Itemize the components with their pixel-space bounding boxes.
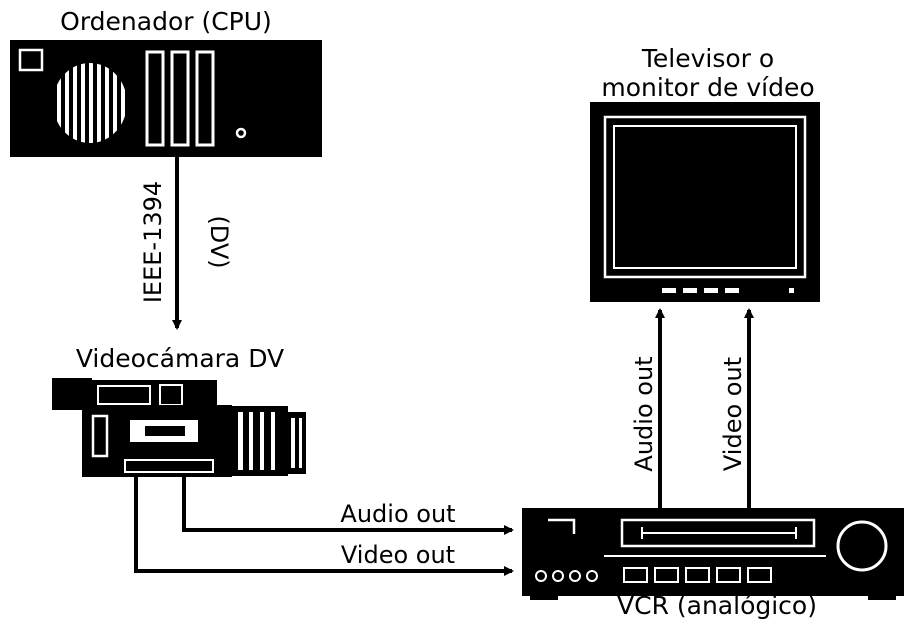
tv-label-line1: Televisor o: [641, 44, 774, 73]
television-icon: [590, 102, 820, 302]
camcorder-label: Videocámara DV: [76, 344, 284, 373]
camcorder-icon: [52, 378, 306, 477]
firewire-label: IEEE-1394: [139, 181, 167, 303]
tv-label-line2: monitor de vídeo: [601, 73, 814, 102]
dv-label: (DV): [205, 215, 233, 268]
cam-video-label: Video out: [341, 541, 455, 569]
vcr-label: VCR (analógico): [617, 591, 817, 620]
cam-video-cable: [134, 477, 514, 576]
cam-audio-label: Audio out: [340, 500, 455, 528]
computer-label: Ordenador (CPU): [60, 7, 272, 36]
speaker-grille: [52, 60, 130, 146]
cam-audio-cable: [182, 477, 514, 535]
vcr-icon: [522, 508, 904, 600]
computer-icon: [10, 40, 322, 157]
vcr-video-label: Video out: [719, 357, 747, 471]
vcr-audio-label: Audio out: [630, 356, 658, 471]
